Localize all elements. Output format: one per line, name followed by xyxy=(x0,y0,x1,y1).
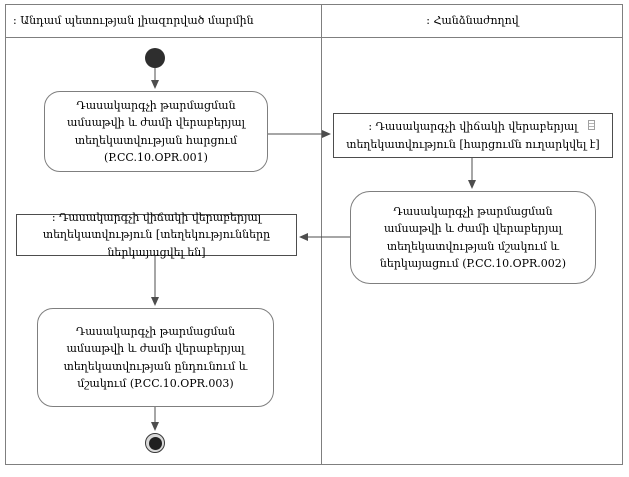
initial-node xyxy=(145,48,165,68)
lane-header-commission: : Հանձնաժողով xyxy=(322,4,623,37)
object-label: : Դասակարգչի վիճակի վերաբերյալ տեղեկատվո… xyxy=(346,120,600,151)
activity-request-classifier-update-info: Դասակարգչի թարմացման ամսաթվի և ժամի վերա… xyxy=(44,91,268,172)
lane-divider xyxy=(321,4,322,465)
activity-process-and-present-info: Դասակարգչի թարմացման ամսաթվի և ժամի վերա… xyxy=(350,191,596,284)
activity-receive-and-process-info: Դասակարգչի թարմացման ամսաթվի և ժամի վերա… xyxy=(37,308,274,407)
lane-header-member-state-body: : Անդամ պետության լիազորված մարմին xyxy=(6,4,321,37)
lane-title: : Հանձնաժողով xyxy=(426,14,519,27)
final-node xyxy=(145,433,165,453)
lane-title: : Անդամ պետության լիազորված մարմին xyxy=(13,14,254,27)
object-classifier-state-info-presented: : Դասակարգչի վիճակի վերաբերյալ տեղեկատվո… xyxy=(16,211,297,259)
final-node-core xyxy=(148,436,162,450)
object-classifier-state-info-request-sent: : Դասակարգչի վիճակի վերաբերյալ տեղեկատվո… xyxy=(333,113,613,158)
lane-header-divider xyxy=(5,37,623,38)
activity-label: Դասակարգչի թարմացման ամսաթվի և ժամի վերա… xyxy=(63,325,248,390)
object-label: : Դասակարգչի վիճակի վերաբերյալ տեղեկատվո… xyxy=(42,211,271,259)
activity-label: Դասակարգչի թարմացման ամսաթվի և ժամի վերա… xyxy=(379,205,567,270)
note-icon xyxy=(588,120,595,130)
activity-label: Դասակարգչի թարմացման ամսաթվի և ժամի վերա… xyxy=(66,99,246,164)
